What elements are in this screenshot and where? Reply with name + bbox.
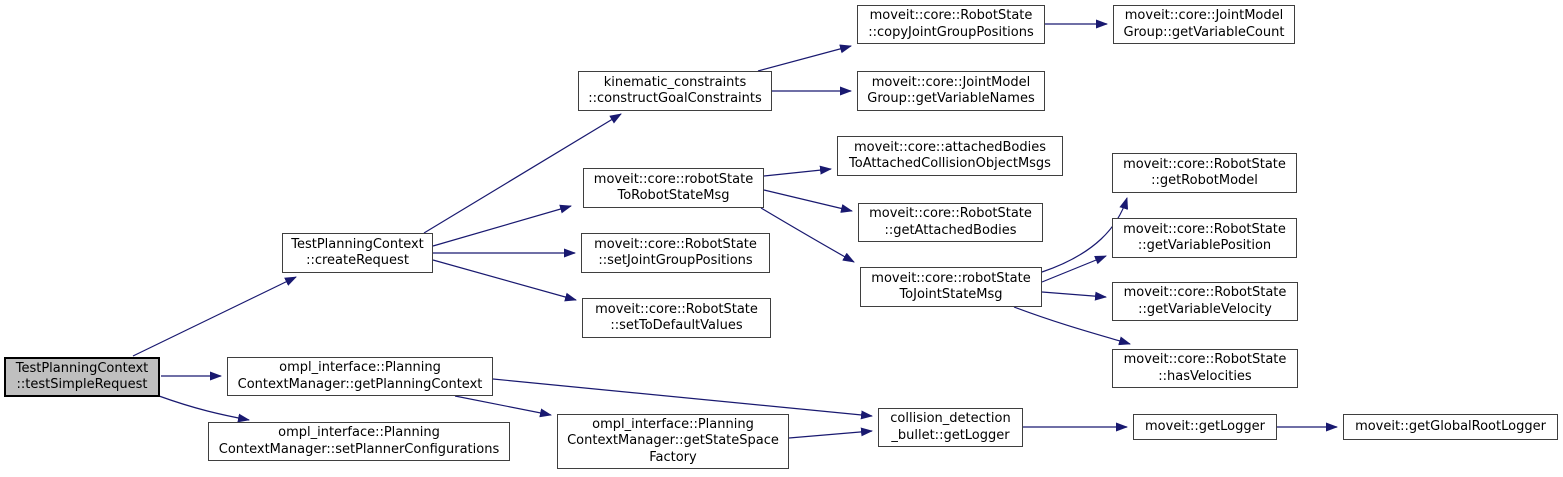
node-label: collision_detection _bullet::getLogger (890, 411, 1011, 443)
node-label: moveit::core::robotState ToJointStateMsg (871, 270, 1031, 303)
node-label: TestPlanningContext ::testSimpleRequest (15, 360, 149, 393)
edge-createRequest-constructGoalConstraints (423, 113, 622, 234)
node-label: moveit::getGlobalRootLogger (1355, 418, 1546, 434)
edge-robotStateToRobotStateMsg-attachedBodies (763, 165, 832, 177)
edge-getStateSpaceFactory-bulletGetLogger (788, 427, 873, 439)
node-getVariablePosition[interactable]: moveit::core::RobotState ::getVariablePo… (1112, 218, 1297, 258)
node-label: moveit::core::RobotState ::setToDefaultV… (595, 301, 758, 334)
edge-constructGoalConstraints-copyJointGroupPositions (757, 44, 852, 72)
node-bulletGetLogger[interactable]: collision_detection _bullet::getLogger (878, 408, 1023, 447)
node-label: kinematic_constraints ::constructGoalCon… (588, 74, 762, 107)
node-getVariableNames[interactable]: moveit::core::JointModel Group::getVaria… (857, 71, 1045, 111)
node-copyJointGroupPositions[interactable]: moveit::core::RobotState ::copyJointGrou… (857, 5, 1045, 44)
node-getVariableCount[interactable]: moveit::core::JointModel Group::getVaria… (1113, 5, 1295, 44)
edge-getPlanningContext-bulletGetLogger (492, 378, 873, 420)
node-label: moveit::core::RobotState ::copyJointGrou… (868, 8, 1034, 40)
edge-robotStateToRobotStateMsg-robotStateToJointStateMsg (760, 207, 855, 263)
node-setJointGroupPositions[interactable]: moveit::core::RobotState ::setJointGroup… (581, 233, 770, 273)
edge-createRequest-setToDefaultValues (432, 259, 577, 302)
node-getVariableVelocity[interactable]: moveit::core::RobotState ::getVariableVe… (1112, 282, 1298, 321)
edge-robotStateToJointStateMsg-getVariableVelocity (1041, 291, 1107, 301)
node-label: TestPlanningContext ::createRequest (291, 236, 424, 269)
node-setToDefaultValues[interactable]: moveit::core::RobotState ::setToDefaultV… (582, 298, 771, 338)
node-label: moveit::core::RobotState ::getAttachedBo… (869, 206, 1032, 238)
node-label: moveit::core::attachedBodies ToAttachedC… (849, 139, 1051, 172)
node-label: moveit::core::JointModel Group::getVaria… (1123, 8, 1285, 40)
node-setPlannerConfigurations[interactable]: ompl_interface::Planning ContextManager:… (208, 422, 510, 461)
node-label: moveit::getLogger (1145, 418, 1265, 434)
node-getPlanningContext[interactable]: ompl_interface::Planning ContextManager:… (227, 357, 493, 396)
node-label: moveit::core::robotState ToRobotStateMsg (593, 171, 754, 204)
node-robotStateToJointStateMsg[interactable]: moveit::core::robotState ToJointStateMsg (860, 267, 1042, 307)
node-getGlobalRootLogger[interactable]: moveit::getGlobalRootLogger (1343, 414, 1558, 440)
edge-getPlanningContext-getStateSpaceFactory (454, 395, 552, 418)
edge-createRequest-robotStateToRobotStateMsg (432, 204, 572, 247)
node-getAttachedBodies[interactable]: moveit::core::RobotState ::getAttachedBo… (858, 203, 1043, 242)
node-getRobotModel[interactable]: moveit::core::RobotState ::getRobotModel (1112, 153, 1297, 193)
node-label: moveit::core::RobotState ::getRobotModel (1123, 156, 1286, 189)
edge-robotStateToJointStateMsg-getRobotModel (1041, 197, 1129, 273)
node-attachedBodiesToAttachedCollisionObjectMsgs[interactable]: moveit::core::attachedBodies ToAttachedC… (837, 136, 1063, 176)
edge-testSimpleRequest-createRequest (132, 276, 297, 357)
node-getStateSpaceFactory[interactable]: ompl_interface::Planning ContextManager:… (557, 414, 789, 469)
node-label: moveit::core::RobotState ::setJointGroup… (594, 236, 757, 269)
node-label: moveit::core::RobotState ::getVariableVe… (1123, 285, 1287, 317)
node-label: moveit::core::RobotState ::hasVelocities (1123, 352, 1287, 384)
edge-testSimpleRequest-setPlannerConfigurations (158, 395, 250, 423)
node-testSimpleRequest: TestPlanningContext ::testSimpleRequest (4, 357, 160, 397)
node-robotStateToRobotStateMsg[interactable]: moveit::core::robotState ToRobotStateMsg (583, 168, 764, 208)
node-label: ompl_interface::Planning ContextManager:… (218, 425, 500, 457)
node-label: moveit::core::RobotState ::getVariablePo… (1123, 221, 1286, 254)
edge-robotStateToJointStateMsg-hasVelocities (1013, 306, 1131, 346)
node-moveitGetLogger[interactable]: moveit::getLogger (1133, 414, 1277, 440)
node-label: ompl_interface::Planning ContextManager:… (567, 416, 779, 465)
node-createRequest[interactable]: TestPlanningContext ::createRequest (282, 233, 433, 273)
node-hasVelocities[interactable]: moveit::core::RobotState ::hasVelocities (1112, 349, 1298, 388)
node-constructGoalConstraints[interactable]: kinematic_constraints ::constructGoalCon… (578, 71, 772, 111)
node-label: moveit::core::JointModel Group::getVaria… (867, 74, 1035, 107)
edge-robotStateToRobotStateMsg-getAttachedBodies (763, 189, 853, 213)
edge-robotStateToJointStateMsg-getVariablePosition (1041, 255, 1107, 283)
node-label: ompl_interface::Planning ContextManager:… (237, 360, 483, 392)
